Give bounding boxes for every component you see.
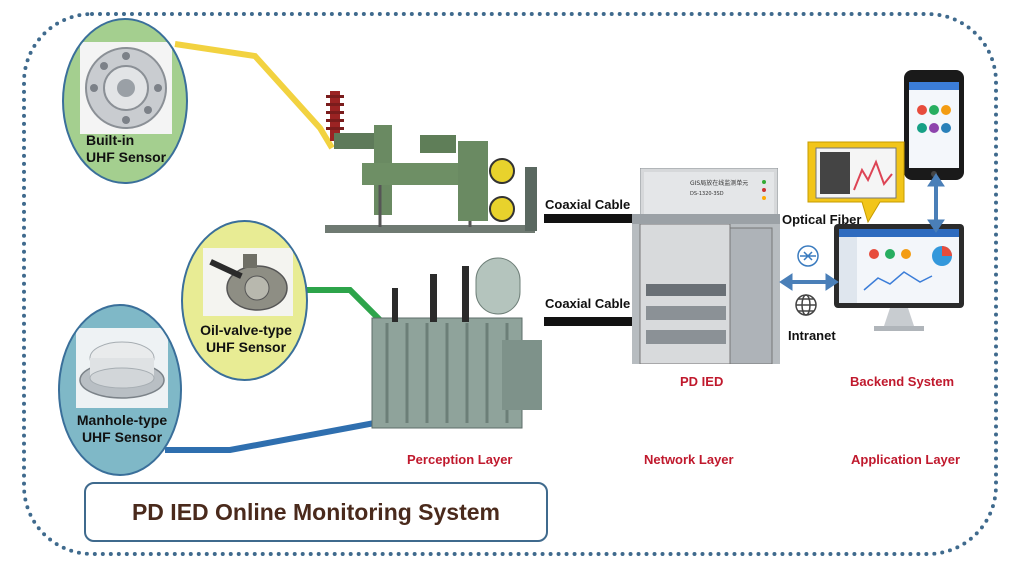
intranet-label: Intranet [788, 328, 836, 343]
builtin-sensor-line1: Built-in [86, 132, 135, 148]
svg-text:GIS局放在线监测单元: GIS局放在线监测单元 [690, 179, 748, 187]
globe-icon [795, 294, 817, 316]
oilvalve-sensor-label: Oil-valve-type UHF Sensor [187, 322, 305, 356]
manhole-sensor-line2: UHF Sensor [81, 429, 163, 445]
smartphone-image [904, 70, 964, 180]
optical-fiber-label: Optical Fiber [782, 212, 862, 227]
pd-ied-cabinet-image [632, 214, 780, 364]
builtin-sensor-line2: UHF Sensor [86, 149, 167, 165]
manhole-sensor-image [76, 328, 168, 408]
manhole-sensor-label: Manhole-type UHF Sensor [68, 412, 176, 446]
oilvalve-sensor-line2: UHF Sensor [205, 339, 287, 355]
coax-cable-top-label: Coaxial Cable [545, 197, 631, 212]
fiber-icon [797, 245, 819, 267]
oilvalve-sensor-circle: Oil-valve-type UHF Sensor [181, 220, 308, 381]
pd-ied-rack-image: GIS局放在线监测单元 DS-1320-3SD [640, 168, 778, 218]
application-layer-label: Application Layer [851, 452, 961, 467]
builtin-sensor-label: Built-in UHF Sensor [86, 132, 166, 166]
manhole-sensor-line1: Manhole-type [76, 412, 168, 428]
pd-ied-label: PD IED [680, 374, 724, 389]
gis-switchgear-image [325, 91, 537, 233]
horizontal-double-arrow [779, 273, 839, 291]
desktop-monitor-image [834, 224, 964, 331]
green-wire [300, 287, 393, 333]
manhole-sensor-circle: Manhole-type UHF Sensor [58, 304, 182, 476]
perception-layer-label: Perception Layer [407, 452, 513, 467]
backend-system-label: Backend System [850, 374, 955, 389]
callout-screen-image [807, 141, 905, 224]
system-title: PD IED Online Monitoring System [131, 498, 501, 525]
system-title-box: PD IED Online Monitoring System [84, 482, 548, 542]
coax-cable-top [544, 214, 634, 223]
builtin-sensor-circle: Built-in UHF Sensor [62, 18, 188, 184]
svg-text:DS-1320-3SD: DS-1320-3SD [690, 191, 724, 197]
oilvalve-sensor-image [203, 248, 293, 316]
blue-wire [165, 419, 381, 453]
yellow-wire [174, 41, 335, 150]
vertical-double-arrow [927, 173, 945, 233]
transformer-image [371, 257, 542, 429]
dotted-frame [22, 12, 998, 556]
coax-cable-bottom [544, 317, 634, 326]
builtin-sensor-image [80, 42, 172, 134]
network-layer-label: Network Layer [644, 452, 734, 467]
oilvalve-sensor-line1: Oil-valve-type [200, 322, 292, 338]
coax-cable-bottom-label: Coaxial Cable [545, 296, 631, 311]
